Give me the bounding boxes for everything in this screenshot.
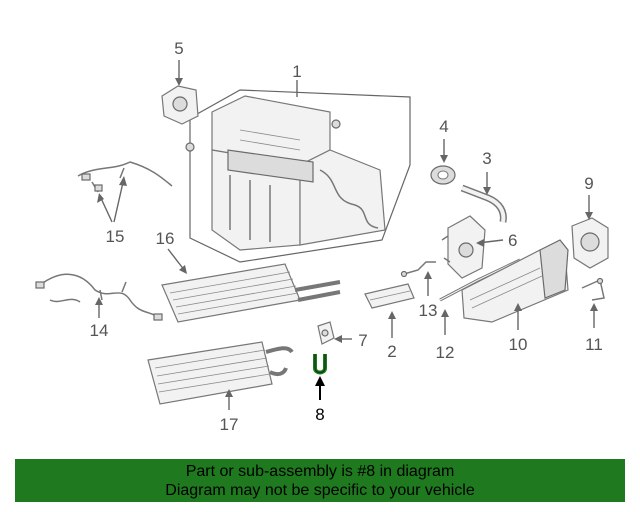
part-17-evaporator-core[interactable]	[147, 341, 294, 405]
callout-11: 11	[585, 335, 603, 354]
callout-10: 10	[509, 335, 528, 354]
banner-line-1: Part or sub-assembly is #8 in diagram	[185, 462, 455, 480]
part-4-grommet[interactable]	[430, 165, 456, 185]
callout-13: 13	[419, 301, 438, 320]
callout-6: 6	[508, 231, 517, 250]
banner-line-2: Diagram may not be specific to your vehi…	[165, 481, 475, 499]
callout-12: 12	[436, 343, 455, 362]
callout-3: 3	[482, 149, 491, 168]
part-7-valve[interactable]	[317, 321, 335, 345]
part-8-clip[interactable]	[313, 354, 327, 375]
callout-16: 16	[156, 229, 175, 248]
part-16-heater-core[interactable]	[161, 263, 341, 323]
part-9-motor[interactable]	[571, 217, 609, 269]
callout-9: 9	[584, 174, 593, 193]
part-3-drain-hose[interactable]	[460, 184, 507, 223]
callout-5: 5	[174, 39, 183, 58]
part-13-pipe[interactable]	[400, 261, 437, 278]
info-banner: Part or sub-assembly is #8 in diagram Di…	[15, 459, 625, 502]
part-12-seal[interactable]	[439, 258, 521, 302]
part-5-actuator[interactable]	[161, 85, 199, 125]
part-14-harness[interactable]	[35, 273, 163, 321]
callout-17: 17	[220, 415, 239, 434]
callout-15: 15	[106, 227, 125, 246]
part-6-control-motor[interactable]	[441, 215, 486, 279]
part-2-filter[interactable]	[364, 283, 415, 309]
callout-4: 4	[439, 117, 448, 136]
callout-2: 2	[387, 342, 396, 361]
callout-7: 7	[358, 331, 367, 350]
part-15-harness[interactable]	[77, 161, 173, 193]
callout-8: 8	[315, 405, 324, 424]
callout-14: 14	[90, 321, 109, 340]
part-10-evaporator[interactable]	[461, 239, 569, 323]
callout-1: 1	[292, 62, 301, 81]
part-11-bracket[interactable]	[581, 277, 605, 301]
part-1-heater-unit[interactable]	[185, 89, 411, 263]
parts-diagram: 1 5 4 3 9 6	[35, 39, 609, 434]
